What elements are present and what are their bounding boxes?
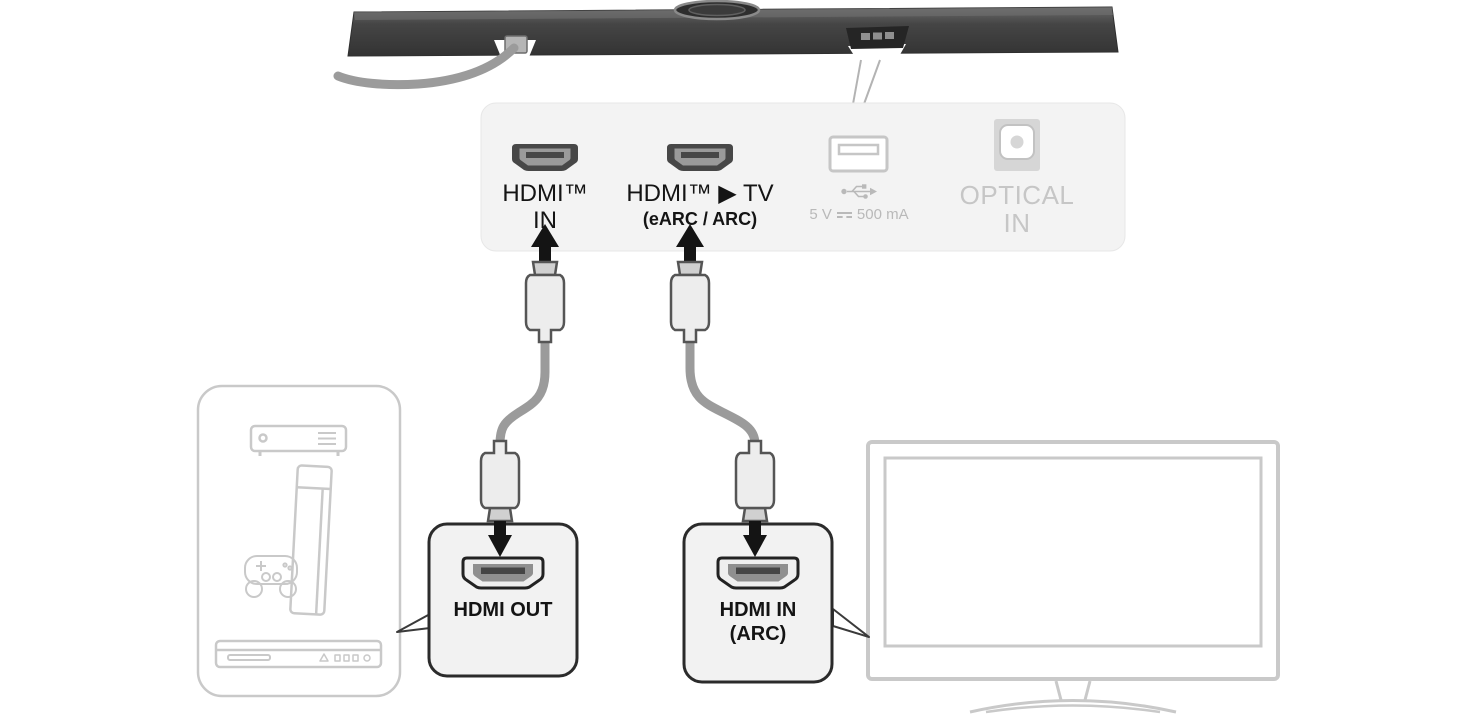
hdmi-tv-label-line2: (eARC / ARC) xyxy=(642,209,758,229)
callout-wedge-left xyxy=(396,613,431,633)
disc-player-icon xyxy=(214,639,383,669)
hdmi-out-jack xyxy=(461,556,545,590)
hdmi-tv-label-line1: HDMI™ ▶ TV xyxy=(626,180,774,207)
hdmi-tv-label: HDMI™ ▶ TV (eARC / ARC) xyxy=(608,180,792,230)
optical-label-line1: OPTICAL xyxy=(959,180,1075,210)
usb-current: 500 mA xyxy=(856,206,909,223)
arrow-down-right xyxy=(743,535,767,557)
arrow-up-right xyxy=(676,224,704,247)
tv-frame xyxy=(866,440,1280,681)
optical-label-line2: IN xyxy=(1003,208,1031,238)
gamepad-icon xyxy=(244,555,298,598)
plug-direction-arrows-down xyxy=(488,521,767,557)
soundbar xyxy=(333,0,1119,90)
hdmi-plug-right-down xyxy=(734,439,776,523)
source-devices-outline xyxy=(196,384,402,698)
hdmi-out-label: HDMI OUT xyxy=(453,599,553,621)
tv-stand-base xyxy=(969,699,1177,714)
settop-box-icon xyxy=(249,424,348,456)
usb-port xyxy=(828,135,889,173)
arrow-down-left xyxy=(488,535,512,557)
hdmi-tv-port xyxy=(667,144,733,171)
plug-direction-arrows-up xyxy=(531,224,704,263)
soundbar-ring-inner xyxy=(688,3,746,17)
hdmi-arc-label-line2: (ARC) xyxy=(729,623,787,645)
usb-voltage: 5 V xyxy=(809,206,832,223)
tv-stand-base-inner xyxy=(985,704,1161,714)
dc-symbol-icon xyxy=(836,211,852,218)
recess-ports xyxy=(861,32,894,40)
tv-outline xyxy=(866,440,1280,714)
power-cable xyxy=(333,43,519,90)
panel-callout-lines xyxy=(852,59,881,105)
callout-wedge-right xyxy=(832,608,870,638)
hdmi-in-port xyxy=(512,144,578,171)
hdmi-plug-right-up xyxy=(669,260,711,344)
hdmi-arc-jack xyxy=(716,556,800,590)
optical-label: OPTICAL IN xyxy=(946,181,1088,237)
hdmi-arc-label: HDMI IN (ARC) xyxy=(686,598,830,646)
hdmi-plug-left-up xyxy=(524,260,566,344)
hdmi-cable-left xyxy=(495,333,550,449)
source-devices-frame xyxy=(196,384,402,698)
hdmi-arc-label-line1: HDMI IN xyxy=(719,599,797,621)
tv-stand-neck xyxy=(1054,680,1092,701)
ports-panel xyxy=(480,102,1126,252)
optical-port xyxy=(994,119,1040,171)
usb-label: 5 V 500 mA xyxy=(792,183,926,223)
usb-power-spec: 5 V 500 mA xyxy=(792,206,926,223)
hdmi-in-label-line2: IN xyxy=(533,207,557,234)
tv-screen xyxy=(883,456,1263,648)
game-console-icon xyxy=(289,464,333,616)
hdmi-plug-left-down xyxy=(479,439,521,523)
hdmi-in-label: HDMI™ IN xyxy=(478,180,612,234)
arrow-up-left xyxy=(531,224,559,247)
hdmi-in-label-line1: HDMI™ xyxy=(502,180,588,207)
usb-icon xyxy=(792,183,926,201)
hdmi-cable-right xyxy=(685,333,760,449)
